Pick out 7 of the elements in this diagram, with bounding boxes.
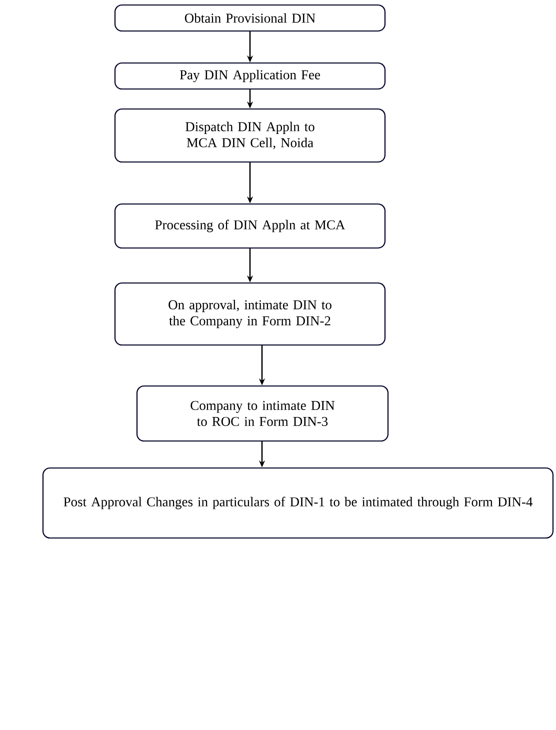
process-box: Pay DIN Application Fee <box>114 62 386 90</box>
process-box: Post Approval Changes in particulars of DIN-1 to be intimated through Form DIN-4 <box>42 467 554 539</box>
process-box: On approval, intimate DIN to the Company in Form DIN-2 <box>114 282 386 346</box>
process-box: Dispatch DIN Appln to MCA DIN Cell, Noida <box>114 108 386 163</box>
process-box: Obtain Provisional DIN <box>114 4 386 32</box>
process-box: Company to intimate DIN to ROC in Form DIN-3 <box>136 385 389 442</box>
process-box: Processing of DIN Appln at MCA <box>114 203 386 249</box>
